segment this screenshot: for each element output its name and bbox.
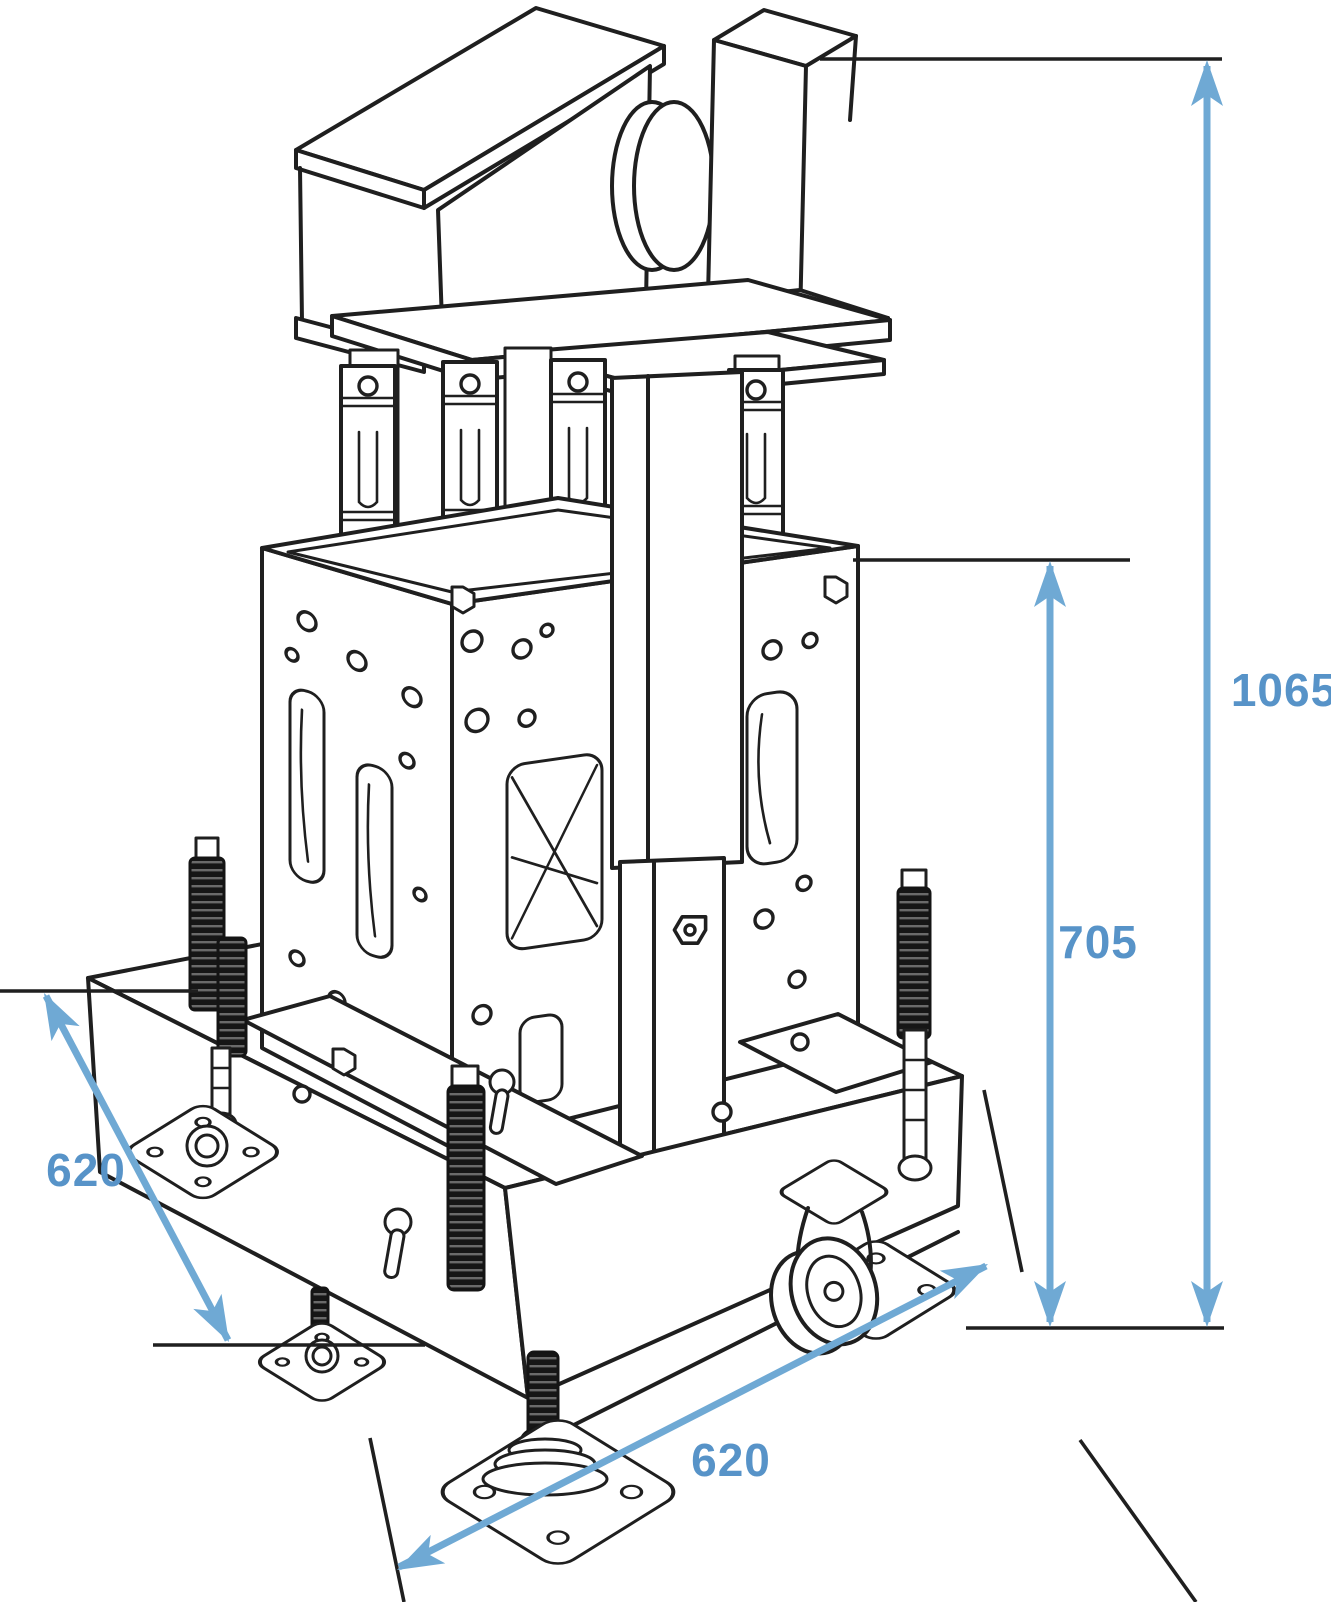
sleeve-right-face-details bbox=[460, 622, 819, 1104]
foot-plate-front-big bbox=[440, 1350, 676, 1565]
dimension-line-base-width bbox=[397, 1262, 988, 1571]
sleeve-block bbox=[260, 496, 860, 1150]
arrow-down-right-icon bbox=[193, 1293, 244, 1350]
mast-bolt bbox=[672, 914, 708, 946]
dimension-labels: 1065 705 620 620 bbox=[46, 664, 1331, 1486]
base-gusset-right bbox=[738, 1012, 934, 1094]
jack-right bbox=[896, 868, 933, 1182]
machine-drawing bbox=[86, 6, 964, 1565]
ring-pins bbox=[383, 1068, 516, 1280]
pulley bbox=[610, 100, 716, 272]
sleeve-left-face-details bbox=[284, 610, 428, 1056]
foot-plate-small-center bbox=[257, 1286, 387, 1402]
extension-lines bbox=[0, 57, 1224, 1602]
dimension-label-base-depth: 620 bbox=[46, 1144, 126, 1196]
caster-wheel bbox=[769, 1159, 889, 1356]
dimension-line-base-depth bbox=[42, 994, 232, 1342]
jack-back-left bbox=[188, 836, 226, 1012]
dimension-label-sleeve-height: 705 bbox=[1058, 916, 1138, 968]
dimension-label-base-width: 620 bbox=[691, 1434, 771, 1486]
arrow-up-left-icon bbox=[29, 985, 80, 1042]
jack-front-center bbox=[446, 1064, 486, 1292]
dimension-lines bbox=[42, 66, 1211, 1571]
head-block bbox=[294, 6, 890, 374]
dimension-label-total-height: 1065 bbox=[1231, 664, 1331, 716]
base-frame bbox=[86, 976, 964, 1444]
